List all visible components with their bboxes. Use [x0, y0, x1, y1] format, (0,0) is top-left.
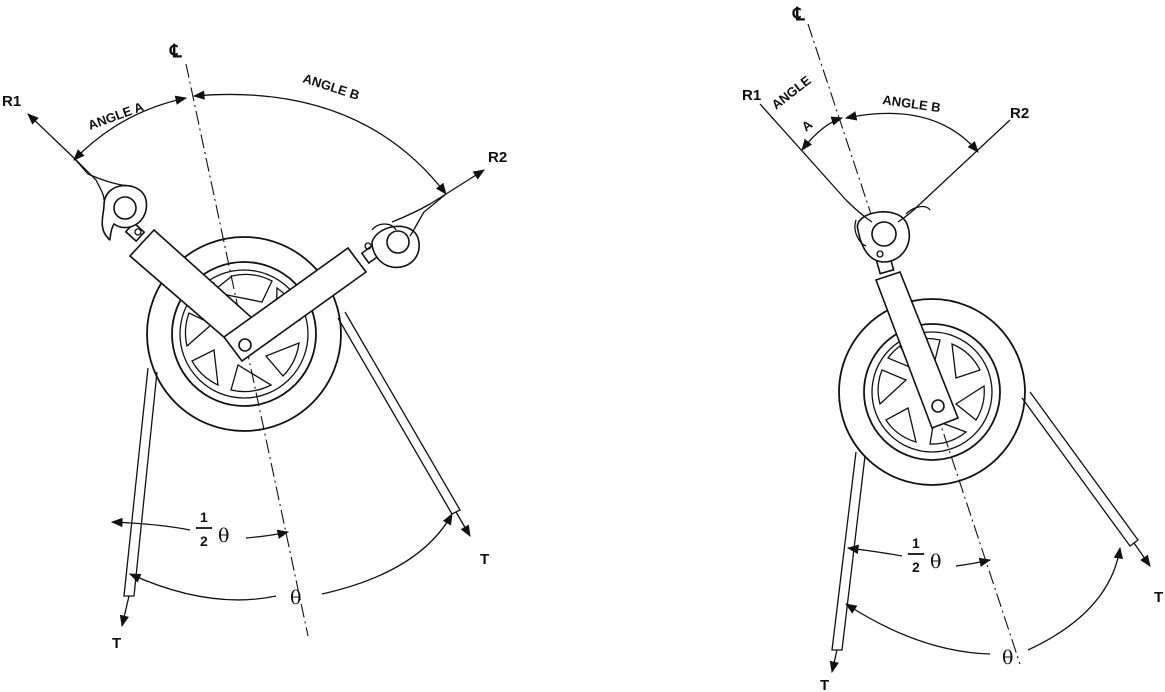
left-t-left-label: T: [112, 635, 121, 652]
right-tail-cables: [829, 391, 1151, 674]
left-half-theta-label: 1 2 θ: [196, 509, 229, 549]
right-angle-b-arc: [844, 111, 979, 153]
right-angle-a-arc: [801, 116, 844, 151]
left-r1-label: R1: [2, 93, 21, 110]
left-half-theta-symbol: θ: [218, 525, 229, 547]
right-arm: [874, 255, 960, 430]
right-half-theta-denominator: 2: [912, 559, 920, 575]
right-t-left-label: T: [820, 677, 829, 692]
right-theta-arc-2: [1027, 546, 1123, 651]
right-hook: [854, 205, 931, 263]
left-angle-a-label: ANGLE A: [86, 99, 146, 133]
right-angle-a-label-line1: ANGLE: [769, 72, 814, 112]
left-r2-label: R2: [488, 149, 507, 166]
right-r2-label: R2: [1010, 105, 1029, 122]
right-half-theta-arc: [846, 544, 903, 557]
right-half-theta-numerator: 1: [912, 535, 920, 551]
right-r1-label: R1: [742, 87, 761, 104]
left-hook-r2: [364, 223, 420, 269]
left-theta-arc: [128, 573, 277, 601]
left-half-theta-denominator: 2: [200, 533, 208, 549]
left-angle-a-arc: [73, 95, 188, 161]
right-theta-label: θ: [1002, 647, 1013, 669]
left-diagram: ℄ R1 R2 ANGLE A ANGLE B 1 2 θ θ T T: [2, 41, 507, 652]
right-diagram: ℄ R1 R2 ANGLE A ANGLE B 1 2 θ θ T T: [742, 4, 1163, 692]
right-angle-a-label-line2: A: [799, 116, 816, 134]
left-theta-arc-2: [321, 512, 453, 595]
left-angle-b-arc: [192, 90, 447, 195]
left-sling-r2: [391, 169, 485, 237]
left-center-line-label: ℄: [169, 41, 182, 62]
left-half-theta-arc: [110, 517, 191, 531]
right-half-theta-symbol: θ: [930, 551, 941, 573]
left-theta-label: θ: [290, 587, 301, 609]
left-t-right-label: T: [480, 551, 489, 568]
right-half-theta-label: 1 2 θ: [908, 535, 941, 575]
left-sling-r1: [27, 113, 133, 201]
right-center-line-label: ℄: [792, 4, 805, 25]
right-theta-arc: [845, 603, 991, 655]
right-t-right-label: T: [1154, 589, 1163, 606]
right-angle-b-label: ANGLE B: [882, 92, 942, 115]
right-sling-r2: [897, 119, 1011, 223]
left-angle-b-label: ANGLE B: [301, 71, 361, 103]
left-half-theta-numerator: 1: [200, 509, 208, 525]
left-tail-cables: [119, 311, 471, 628]
right-half-theta-arc-2: [955, 557, 992, 567]
right-sling-r1: [759, 103, 873, 223]
left-half-theta-arc-2: [245, 529, 290, 539]
